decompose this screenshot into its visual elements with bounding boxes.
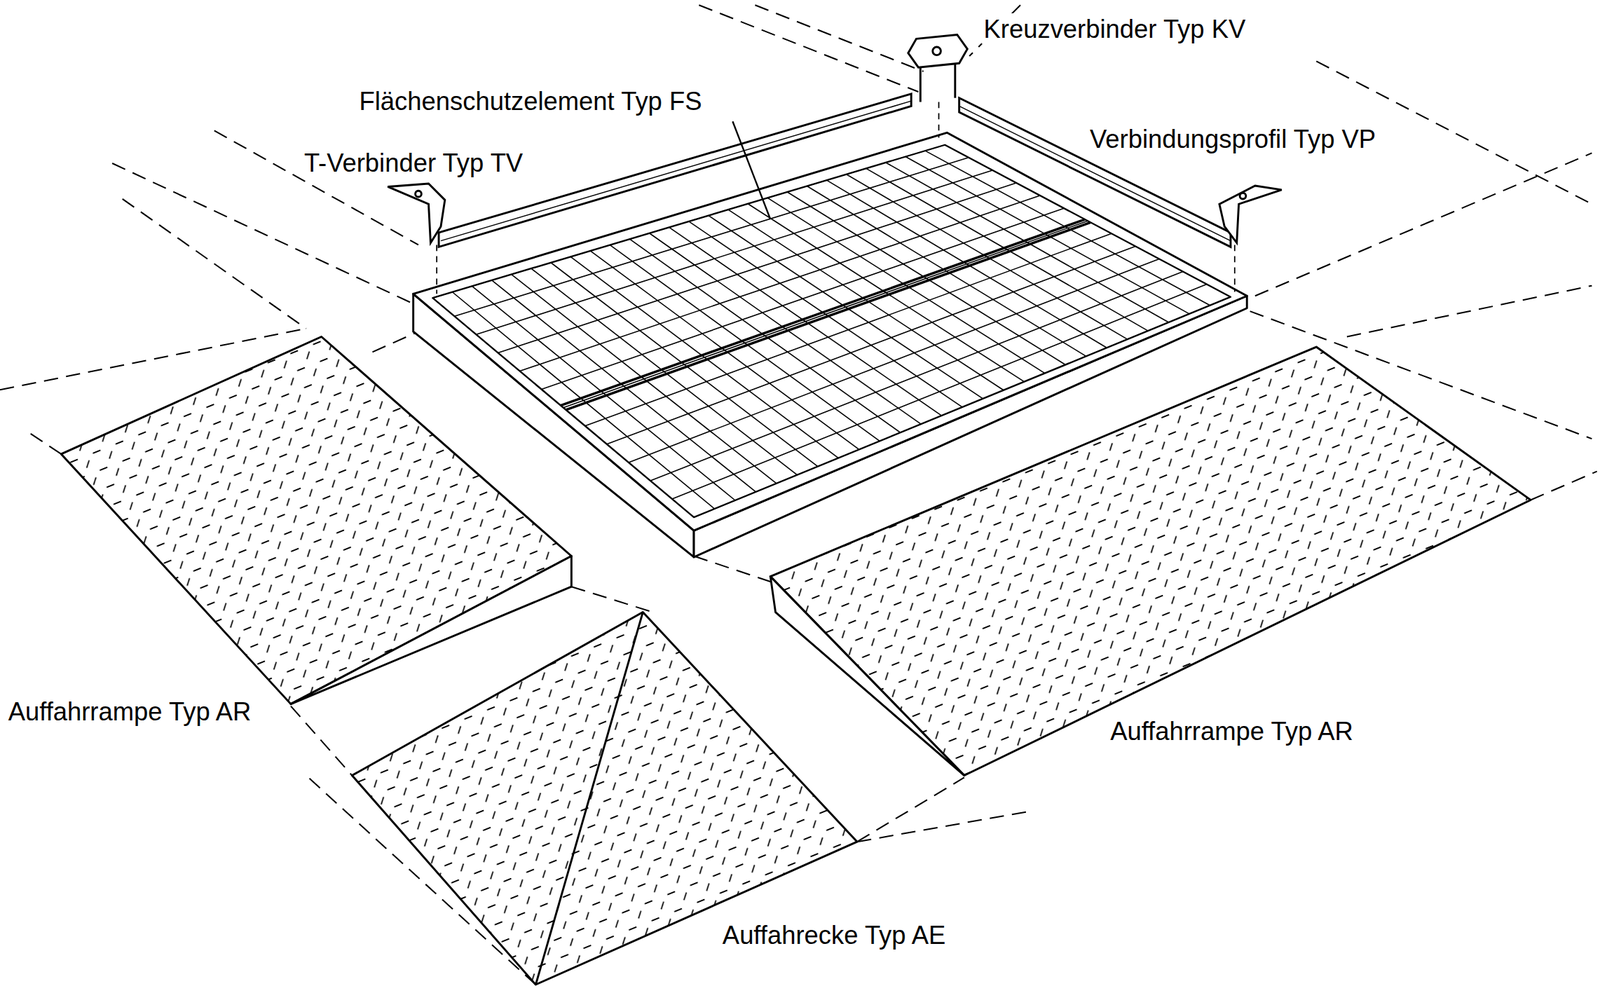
grating-bar [585, 233, 1112, 426]
floor-lines [0, 4, 1598, 985]
part-label: Auffahrrampe Typ AR [1108, 715, 1356, 747]
part-label: Auffahrecke Typ AE [720, 919, 948, 951]
part-label: Kreuzverbinder Typ KV [981, 13, 1248, 45]
part-label: T-Verbinder Typ TV [302, 147, 525, 179]
ramps [60, 336, 1531, 985]
grating-bar [541, 208, 1064, 389]
grating-bar [520, 195, 1041, 371]
t-connectors [387, 183, 1282, 243]
grating-bar [565, 222, 1091, 410]
part-label: Flächenschutzelement Typ FS [357, 85, 705, 117]
grating-bar [560, 219, 1085, 406]
grating-bar [475, 170, 993, 335]
connection-profiles [438, 93, 1231, 247]
grating-bar [628, 258, 1160, 462]
part-label: Auffahrrampe Typ AR [6, 695, 254, 727]
leader-line [732, 121, 771, 220]
part-label: Verbindungsprofil Typ VP [1087, 123, 1378, 155]
cross-connector [908, 35, 968, 103]
grating-bar [498, 182, 1017, 353]
grating-bar [563, 220, 1088, 408]
